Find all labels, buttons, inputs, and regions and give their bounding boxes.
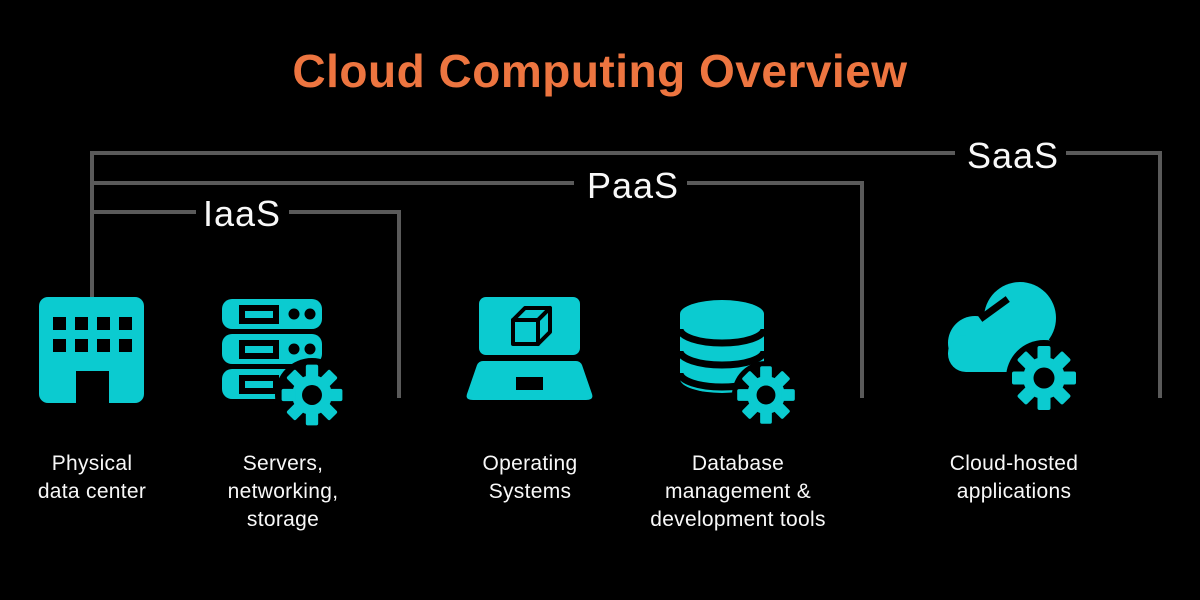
iaas-bracket-line <box>397 210 401 398</box>
caption-line: Database <box>691 452 785 475</box>
caption-line: networking, <box>227 480 339 503</box>
paas-bracket-line <box>90 181 574 185</box>
caption-line: Physical <box>51 452 133 475</box>
saas-bracket-line <box>1158 151 1162 398</box>
paas-bracket-line <box>687 181 864 185</box>
caption-line: development tools <box>650 508 826 531</box>
caption-line: storage <box>246 508 320 531</box>
iaas-label: IaaS <box>202 193 282 234</box>
caption-line: applications <box>956 480 1072 503</box>
cloud-gear-icon <box>944 279 1082 416</box>
saas-bracket-line <box>1066 151 1162 155</box>
caption-line: Systems <box>488 480 572 503</box>
page-title: Cloud Computing Overview <box>292 45 908 97</box>
caption-cloud-hosted-applications: Cloud-hosted applications <box>904 450 1124 506</box>
caption-physical-data-center: Physical data center <box>0 450 202 506</box>
caption-operating-systems: Operating Systems <box>420 450 640 506</box>
building-icon <box>39 297 144 403</box>
caption-line: data center <box>37 480 147 503</box>
caption-servers-networking-storage: Servers, networking, storage <box>173 450 393 534</box>
caption-database-management: Database management & development tools <box>628 450 848 534</box>
database-gear-icon <box>676 297 800 429</box>
server-stack-gear-icon <box>222 299 349 432</box>
caption-line: management & <box>664 480 812 503</box>
caption-line: Cloud-hosted <box>949 452 1079 475</box>
iaas-bracket-line <box>289 210 401 214</box>
caption-line: Operating <box>482 452 578 475</box>
iaas-bracket-line <box>90 210 196 214</box>
saas-bracket-line <box>90 151 955 155</box>
caption-line: Servers, <box>242 452 324 475</box>
laptop-cube-icon <box>466 297 593 404</box>
paas-label: PaaS <box>586 165 680 206</box>
saas-label: SaaS <box>966 135 1060 176</box>
bracket-left-vertical-line <box>90 151 94 298</box>
paas-bracket-line <box>860 181 864 398</box>
